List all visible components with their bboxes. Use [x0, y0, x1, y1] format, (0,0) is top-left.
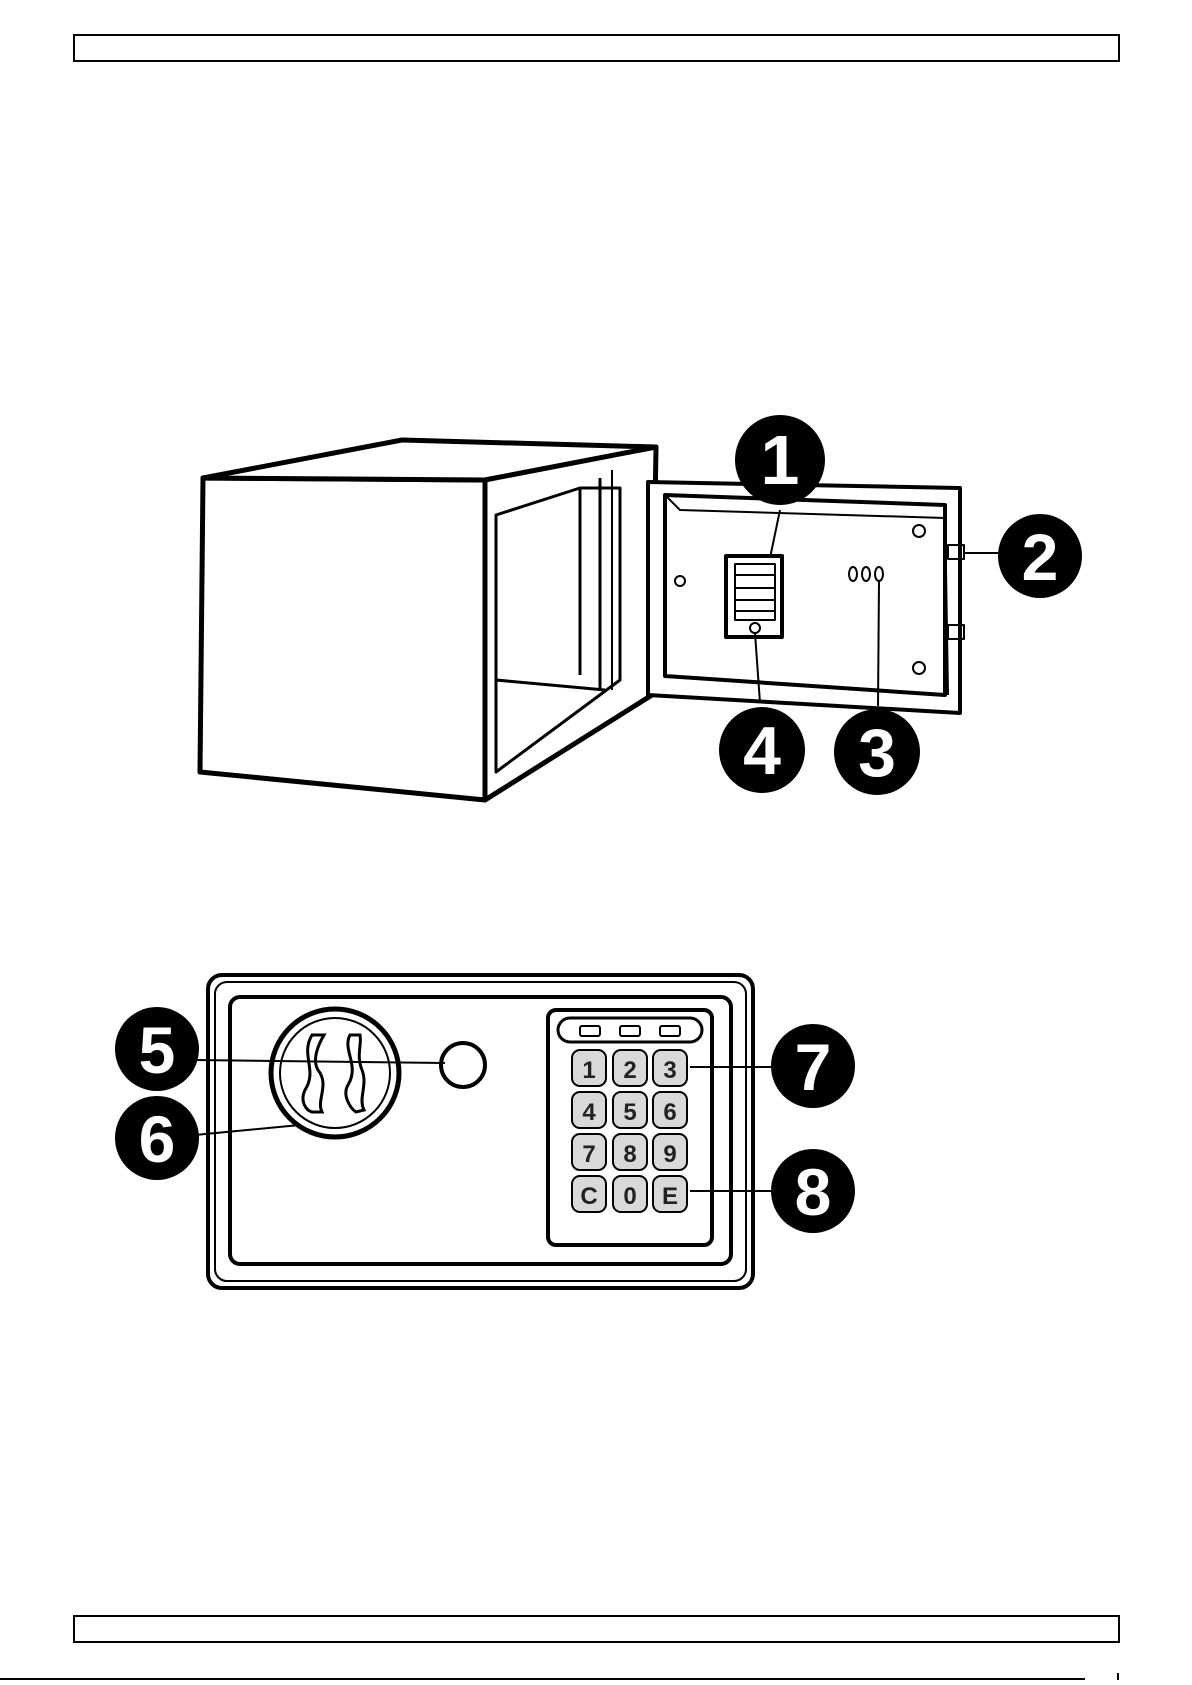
leader-5: [195, 1060, 445, 1063]
key-label: E: [662, 1183, 678, 1210]
callout-2: 2: [998, 514, 1082, 598]
callout-8-label: 8: [795, 1155, 832, 1229]
keypad-key: 7: [572, 1134, 606, 1170]
keypad-key: C: [572, 1176, 606, 1212]
keypad-key: 4: [572, 1092, 606, 1128]
leader-3: [878, 581, 879, 706]
callout-6: 6: [115, 1096, 199, 1180]
callout-5: 5: [115, 1007, 199, 1091]
key-label: 1: [582, 1057, 595, 1084]
key-label: 8: [623, 1141, 636, 1168]
key-label: 5: [623, 1099, 636, 1126]
led-red: [580, 1026, 600, 1036]
callout-8: 8: [771, 1149, 855, 1233]
callout-7: 7: [771, 1024, 855, 1108]
leader-6: [195, 1125, 300, 1135]
callout-1: 1: [735, 415, 825, 505]
keypad-key: 0: [613, 1176, 647, 1212]
front-outer-frame: [208, 975, 753, 1288]
safe-front-figure: [195, 975, 775, 1288]
key-label: C: [580, 1183, 597, 1210]
callout-5-label: 5: [139, 1013, 176, 1087]
keypad-key: 8: [613, 1134, 647, 1170]
callout-6-label: 6: [139, 1102, 176, 1176]
key-label: 6: [663, 1099, 676, 1126]
callout-4-label: 4: [743, 713, 781, 789]
callout-3: 3: [834, 709, 920, 795]
keypad-keys: 1 2 3 4 5 6 7 8: [572, 1050, 687, 1212]
callout-4: 4: [719, 707, 805, 793]
keypad-key: E: [653, 1176, 687, 1212]
callout-3-label: 3: [858, 715, 896, 791]
key-label: 4: [582, 1099, 596, 1126]
callout-2-label: 2: [1022, 520, 1059, 594]
callout-1-label: 1: [761, 421, 800, 499]
knob-grip-left: [303, 1035, 324, 1112]
keypad-key: 2: [613, 1050, 647, 1086]
keypad-key: 1: [572, 1050, 606, 1086]
knob-inner: [280, 1018, 390, 1128]
led-yellow: [620, 1026, 640, 1036]
knob-grip-right: [346, 1035, 364, 1112]
key-label: 9: [663, 1141, 676, 1168]
safe-front-face: [200, 478, 485, 800]
key-label: 0: [623, 1183, 636, 1210]
key-label: 2: [623, 1057, 636, 1084]
keypad-key: 9: [653, 1134, 687, 1170]
keypad-key: 6: [653, 1092, 687, 1128]
led-green: [660, 1026, 680, 1036]
keypad-key: 5: [613, 1092, 647, 1128]
emergency-keyhole: [441, 1043, 485, 1087]
key-label: 7: [582, 1141, 595, 1168]
keypad-key: 3: [653, 1050, 687, 1086]
safe-opening: [485, 447, 656, 800]
knob-outer: [271, 1009, 399, 1137]
key-label: 3: [663, 1057, 676, 1084]
callout-7-label: 7: [795, 1030, 832, 1104]
